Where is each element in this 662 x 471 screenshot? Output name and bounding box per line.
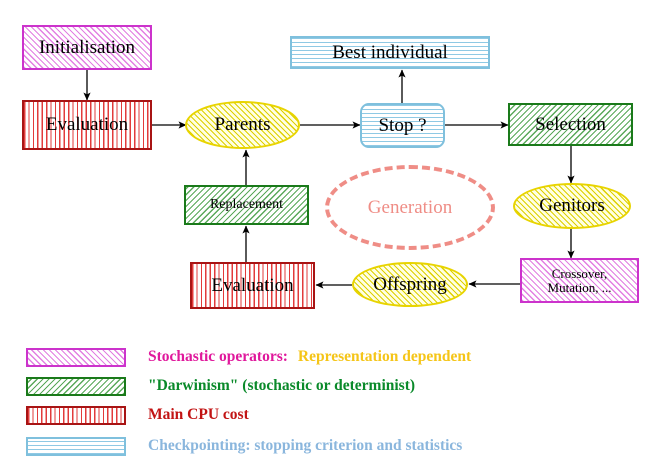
legend-label-checkpointing: Checkpointing: stopping criterion and st… [148,437,463,454]
legend-row-darwinism: "Darwinism" (stochastic or determinist) [26,373,415,399]
node-replacement[interactable]: Replacement [184,185,309,225]
legend-row-cpu-cost: Main CPU cost [26,402,249,428]
node-parents[interactable]: Parents [185,101,300,149]
node-evaluation-top[interactable]: Evaluation [22,100,152,150]
node-selection[interactable]: Selection [508,103,633,146]
legend-label-cpu-cost: Main CPU cost [148,406,249,423]
legend-swatch-cpu-cost [26,405,126,425]
node-stop[interactable]: Stop ? [360,103,445,148]
node-initialisation[interactable]: Initialisation [22,25,152,70]
node-evaluation-bottom[interactable]: Evaluation [190,262,315,309]
node-crossover-mutation[interactable]: Crossover, Mutation, ... [520,258,639,303]
node-offspring[interactable]: Offspring [352,262,468,307]
node-best-individual[interactable]: Best individual [290,36,490,69]
legend-label-stochastic-operators: Stochastic operators: Representation depe… [148,348,471,366]
legend-swatch-darwinism [26,376,126,396]
legend-swatch-stochastic-operators [26,347,126,367]
legend-label-darwinism: "Darwinism" (stochastic or determinist) [148,377,416,394]
node-generation-boundary: Generation [325,165,495,250]
legend-row-stochastic: Stochastic operators: Representation depe… [26,344,471,370]
legend-label-stochastic-part1: Stochastic operators: [148,348,288,365]
legend-label-stochastic-part2: Representation dependent [297,348,472,365]
legend-row-checkpointing: Checkpointing: stopping criterion and st… [26,433,462,459]
legend-swatch-checkpointing [26,436,126,456]
legend: Stochastic operators: Representation depe… [0,338,662,471]
node-genitors[interactable]: Genitors [513,183,631,229]
